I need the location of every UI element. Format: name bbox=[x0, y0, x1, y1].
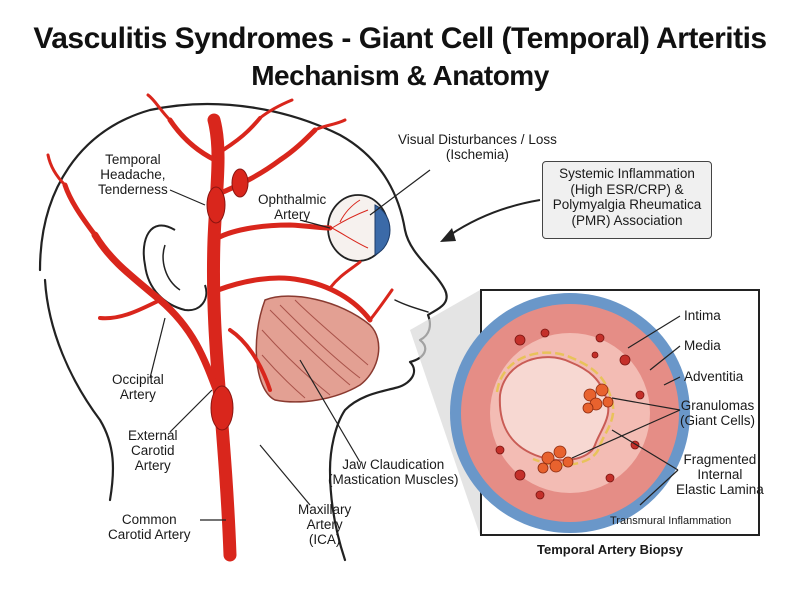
label-external-carotid-artery: External Carotid Artery bbox=[128, 428, 178, 473]
artery-cross-section bbox=[450, 293, 690, 533]
systemic-inflammation-box: Systemic Inflammation (High ESR/CRP) & P… bbox=[542, 161, 712, 239]
label-ophthalmic-artery: Ophthalmic Artery bbox=[258, 192, 327, 222]
biopsy-leader-lines bbox=[571, 315, 681, 506]
zoom-projection bbox=[410, 290, 480, 535]
title-line-1: Vasculitis Syndromes - Giant Cell (Tempo… bbox=[33, 22, 767, 55]
head-outline bbox=[38, 102, 448, 562]
eye-illustration bbox=[327, 194, 391, 262]
label-temporal-headache: Temporal Headache, Tenderness bbox=[98, 152, 168, 197]
label-elastic-lamina: Fragmented Internal Elastic Lamina bbox=[676, 452, 764, 497]
label-granulomas: Granulomas (Giant Cells) bbox=[680, 398, 756, 428]
systemic-arrow bbox=[440, 199, 541, 242]
label-intima: Intima bbox=[684, 308, 721, 323]
label-common-carotid-artery: Common Carotid Artery bbox=[108, 512, 191, 542]
artery-tree bbox=[46, 93, 394, 562]
label-jaw-claudication: Jaw Claudication (Mastication Muscles) bbox=[328, 457, 459, 487]
label-transmural-inflammation: Transmural Inflammation bbox=[610, 515, 732, 527]
leader-lines bbox=[149, 169, 431, 521]
granuloma-cluster-upper bbox=[582, 383, 614, 414]
ear bbox=[142, 224, 208, 312]
label-adventitia: Adventitia bbox=[684, 369, 744, 384]
biopsy-caption: Temporal Artery Biopsy bbox=[537, 542, 683, 557]
artery-aneurysms bbox=[206, 168, 249, 431]
label-occipital-artery: Occipital Artery bbox=[112, 372, 164, 402]
masseter-muscle bbox=[255, 295, 380, 403]
label-media: Media bbox=[684, 338, 721, 353]
title-line-2: Mechanism & Anatomy bbox=[251, 60, 549, 91]
label-maxillary-artery: Maxillary Artery (ICA) bbox=[298, 502, 352, 547]
label-visual-disturbances: Visual Disturbances / Loss (Ischemia) bbox=[398, 132, 557, 162]
granuloma-cluster-lower bbox=[537, 445, 574, 474]
